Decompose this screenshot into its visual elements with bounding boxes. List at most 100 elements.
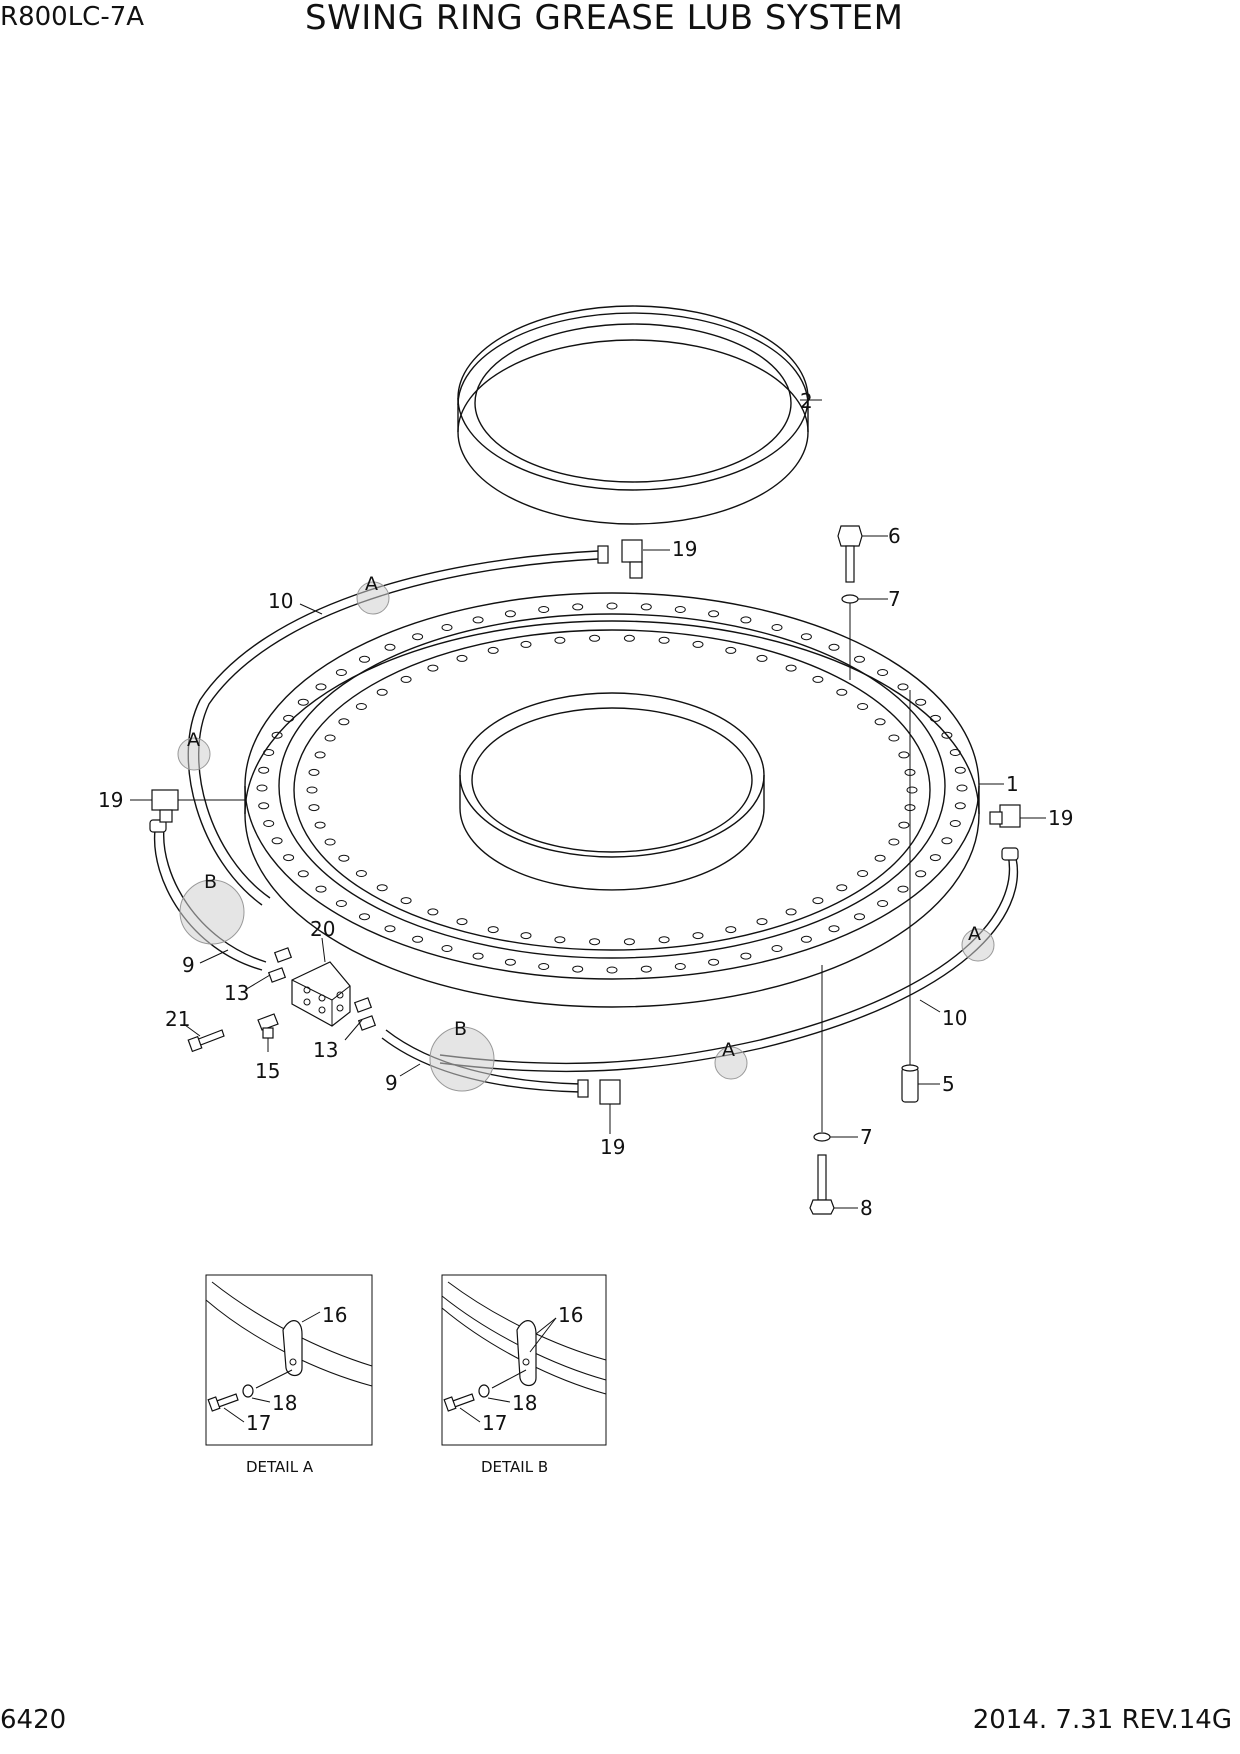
outer-bolt-hole [941, 731, 953, 739]
inner-bolt-hole [456, 654, 468, 662]
outer-bolt-hole [897, 683, 909, 691]
outer-bolt-hole [263, 749, 275, 756]
inner-bolt-hole [338, 718, 350, 726]
outer-bolt-hole [941, 837, 953, 845]
outer-bolt-hole [297, 698, 309, 706]
elbow-fitting-part-19-bottom [599, 1079, 621, 1105]
outer-bolt-hole [412, 935, 424, 943]
inner-bolt-hole [725, 926, 737, 934]
inner-bolt-hole [589, 938, 601, 946]
bolt-part-8 [809, 1154, 835, 1215]
inner-bolt-hole [554, 636, 566, 644]
inner-bolt-hole [812, 675, 824, 683]
outer-bolt-hole [915, 870, 927, 878]
inner-bolt-hole [314, 821, 326, 829]
elbow-fitting-part-19-left [151, 789, 179, 823]
page-number: 6420 [0, 1705, 67, 1735]
outer-bolt-hole [854, 655, 865, 663]
inner-bolt-hole [658, 936, 670, 944]
inner-bolt-hole [355, 870, 367, 877]
inner-bolt-hole [623, 634, 635, 642]
inner-bolt-hole [888, 734, 900, 742]
outer-bolt-hole [640, 603, 652, 611]
outer-bolt-hole [263, 820, 275, 827]
outer-bolt-hole [335, 900, 347, 907]
inner-bolt-hole [487, 926, 499, 934]
inner-bolt-hole [355, 703, 367, 710]
outer-bolt-hole [954, 802, 966, 810]
inner-bolt-hole [836, 688, 848, 696]
elbow-fitting-part-19-top [621, 539, 643, 579]
washer-part-7-top [841, 594, 859, 680]
inner-bolt-hole [314, 751, 326, 759]
outer-bolt-hole [335, 669, 347, 676]
outer-bolt-hole [674, 606, 686, 613]
detail-a-callout-16: 16 [322, 1303, 347, 1327]
callout-1: 1 [1006, 772, 1019, 796]
callout-13-right: 13 [313, 1038, 338, 1062]
outer-bolt-hole [877, 669, 889, 676]
swing-bearing-part-1 [244, 592, 980, 1008]
outer-bolt-hole [271, 837, 283, 845]
callout-10-left: 10 [268, 589, 293, 613]
inner-bolt-hole [906, 786, 918, 794]
outer-bolt-hole [740, 616, 752, 624]
callout-20: 20 [310, 917, 335, 941]
bolt-part-6 [837, 525, 863, 583]
outer-bolt-hole [297, 870, 309, 878]
outer-bolt-hole [828, 925, 840, 933]
outer-bolt-hole [538, 963, 550, 970]
inner-bolt-hole [589, 634, 601, 642]
detail-b-box [441, 1274, 607, 1446]
detail-a-caption: DETAIL A [246, 1458, 314, 1476]
inner-bolt-hole [756, 654, 768, 662]
socket-bolt-part-21 [187, 1029, 225, 1053]
outer-bolt-hole [441, 945, 453, 952]
inner-bolt-hole [623, 938, 635, 946]
callout-19-right: 19 [1048, 806, 1073, 830]
detail-b-callout-18: 18 [512, 1391, 537, 1415]
inner-bolt-hole [898, 751, 910, 759]
revision-date: 2014. 7.31 REV.14G [972, 1705, 1232, 1735]
outer-bolt-hole [472, 616, 484, 624]
inner-bolt-hole [306, 786, 318, 794]
outer-bolt-hole [572, 965, 584, 973]
inner-bolt-hole [338, 854, 350, 862]
outer-bolt-hole [674, 963, 686, 970]
outer-bolt-hole [412, 633, 424, 641]
callout-8: 8 [860, 1196, 873, 1220]
distributor-block-part-20 [291, 961, 351, 1027]
inner-bolt-hole [400, 675, 412, 683]
seal-ring-part-2 [457, 305, 809, 525]
inner-bolt-hole [376, 884, 388, 892]
inner-bolt-hole [857, 870, 869, 877]
inner-bolt-hole [874, 854, 886, 862]
inner-bolt-hole [520, 640, 532, 648]
outer-bolt-hole [800, 935, 812, 943]
outer-bolt-hole [441, 624, 453, 631]
inner-bolt-hole [324, 838, 336, 846]
outer-bolt-hole [504, 610, 516, 618]
detail-marker-b1: B [204, 871, 217, 893]
callout-21: 21 [165, 1007, 190, 1031]
outer-bolt-hole [956, 784, 968, 792]
callout-19-top: 19 [672, 537, 697, 561]
inner-bolt-hole [554, 936, 566, 944]
elbow-fitting-part-19-right [989, 804, 1021, 828]
inner-bolt-hole [692, 932, 704, 940]
inner-bolt-hole [456, 918, 468, 926]
outer-bolt-hole [504, 958, 516, 966]
outer-bolt-hole [315, 683, 327, 691]
outer-bolt-hole [384, 925, 396, 933]
washer-part-7-bottom [813, 965, 831, 1142]
detail-b-callout-17: 17 [482, 1411, 507, 1435]
callout-9-left: 9 [182, 953, 195, 977]
detail-a-box [205, 1274, 373, 1446]
outer-bolt-hole [258, 766, 270, 774]
outer-bolt-hole [708, 610, 720, 618]
outer-bolt-hole [771, 624, 783, 631]
outer-bolt-hole [828, 643, 840, 651]
inner-bolt-hole [898, 821, 910, 829]
inner-bolt-hole [692, 640, 704, 648]
inner-bolt-hole [308, 804, 320, 812]
